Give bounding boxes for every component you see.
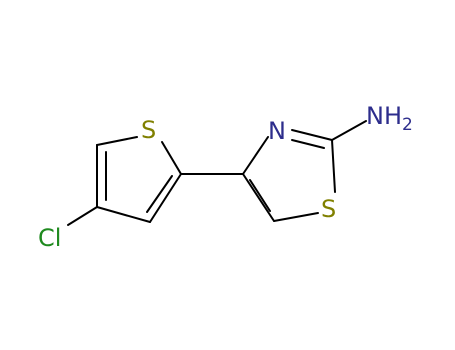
atom-amine: NH xyxy=(366,102,402,130)
bond-c3-c2-double xyxy=(146,175,173,213)
bond-c3-c2 xyxy=(149,173,182,223)
atom-nitrogen-thiazole: N xyxy=(268,117,286,145)
atom-sulfur-thiophene: S xyxy=(141,116,156,144)
thiazole-ring xyxy=(242,129,336,222)
atom-sulfur-thiazole: S xyxy=(321,195,336,223)
bond-c2-s1 xyxy=(331,139,336,193)
bond-n3-c2-double xyxy=(291,139,325,149)
thiophene-ring xyxy=(96,136,182,223)
bond-c2-nh2 xyxy=(331,120,367,141)
bond-s1-c5 xyxy=(96,136,138,146)
bond-c2-s1 xyxy=(161,141,182,175)
bond-s1-c5 xyxy=(273,212,319,222)
bond-c4-cl xyxy=(67,206,98,226)
bond-c5-c4-double xyxy=(249,179,271,212)
bond-c4-n3 xyxy=(242,136,269,175)
bond-n3-c2 xyxy=(291,129,333,141)
atom-chlorine: Cl xyxy=(38,224,61,252)
bond-c4-c3 xyxy=(96,206,151,223)
atom-amine-subscript: 2 xyxy=(402,115,413,135)
bond-c5-c4 xyxy=(242,173,275,222)
